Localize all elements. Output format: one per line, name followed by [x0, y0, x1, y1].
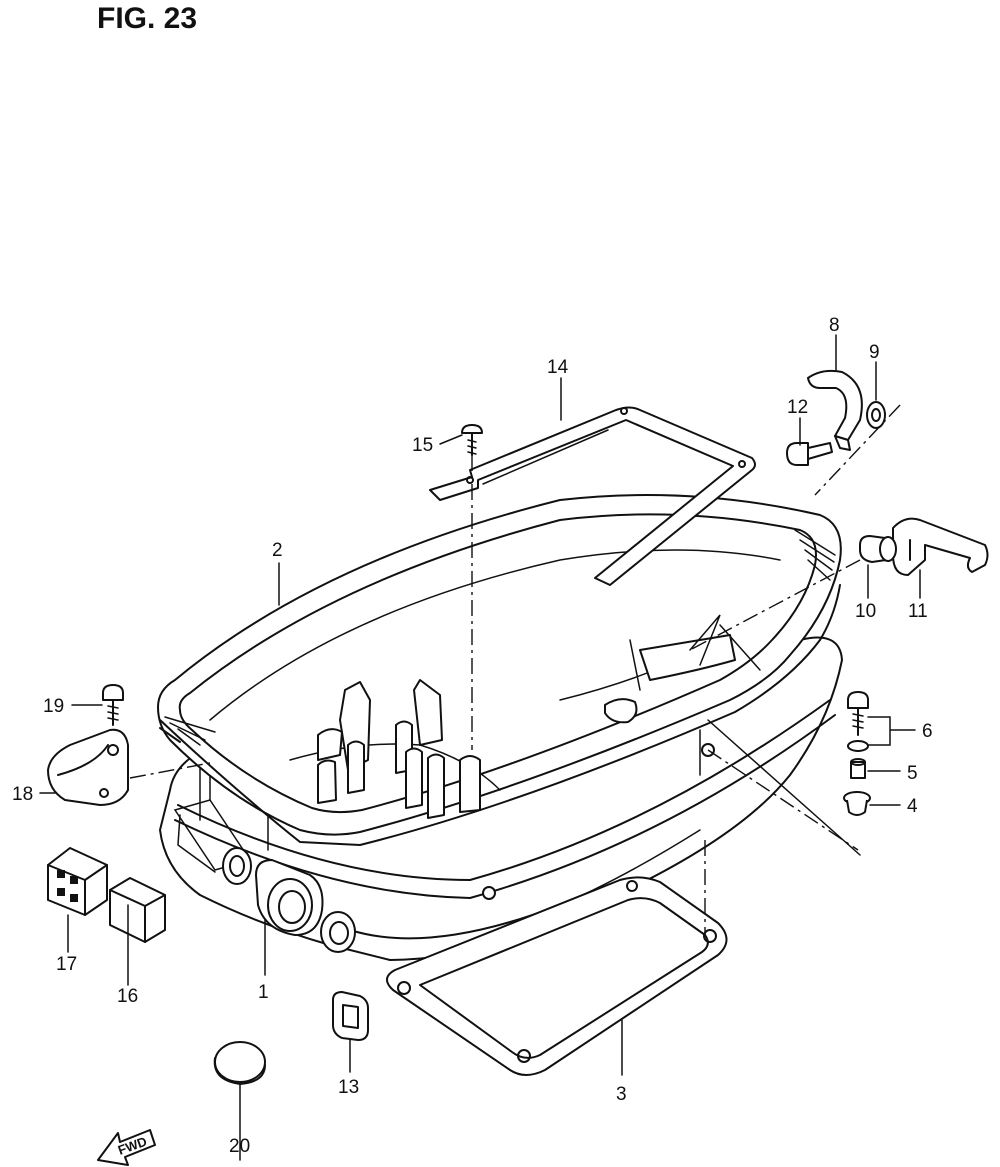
callout-13: 13 [338, 1077, 359, 1098]
callout-2: 2 [272, 540, 283, 561]
mount-bolt [847, 691, 869, 752]
pan-interior [209, 549, 781, 819]
cap [213, 1041, 266, 1085]
callout-16: 16 [117, 986, 138, 1007]
callout-9: 9 [869, 342, 880, 363]
callout-15: 15 [412, 435, 433, 456]
callout-19: 19 [43, 696, 64, 717]
callout-14: 14 [547, 357, 569, 378]
grommet [843, 791, 871, 816]
gasket [386, 876, 728, 1076]
callout-12: 12 [787, 397, 808, 418]
latch-bolt [786, 442, 833, 466]
bracket-bolt [102, 684, 124, 726]
rubber-pad [109, 877, 166, 943]
callout-8: 8 [829, 315, 840, 336]
plug [332, 991, 369, 1041]
latch-lever [892, 517, 989, 576]
callout-1: 1 [258, 982, 269, 1003]
washer [866, 401, 886, 429]
screw [461, 424, 483, 456]
callout-6: 6 [922, 721, 933, 742]
callout-10: 10 [855, 601, 876, 622]
collar [850, 758, 866, 779]
forward-direction-arrow: FWD [97, 1129, 156, 1166]
figure-title: FIG. 23 [97, 2, 197, 35]
bracket [47, 728, 129, 806]
callout-3: 3 [616, 1084, 627, 1105]
latch-plate [429, 406, 756, 586]
callout-labels: 1 2 3 4 5 6 8 9 10 11 12 13 14 15 16 17 … [12, 315, 933, 1157]
rubber-mount [47, 847, 108, 916]
leader-lines [39, 334, 921, 1161]
cover-ports [222, 847, 356, 953]
callout-4: 4 [907, 796, 918, 817]
callout-5: 5 [907, 763, 918, 784]
callout-17: 17 [56, 954, 77, 975]
callout-18: 18 [12, 784, 33, 805]
callout-20: 20 [229, 1136, 250, 1157]
bushing [859, 535, 897, 563]
callout-11: 11 [908, 601, 928, 622]
hook-latch [807, 369, 863, 451]
assembly-lines [129, 404, 901, 935]
